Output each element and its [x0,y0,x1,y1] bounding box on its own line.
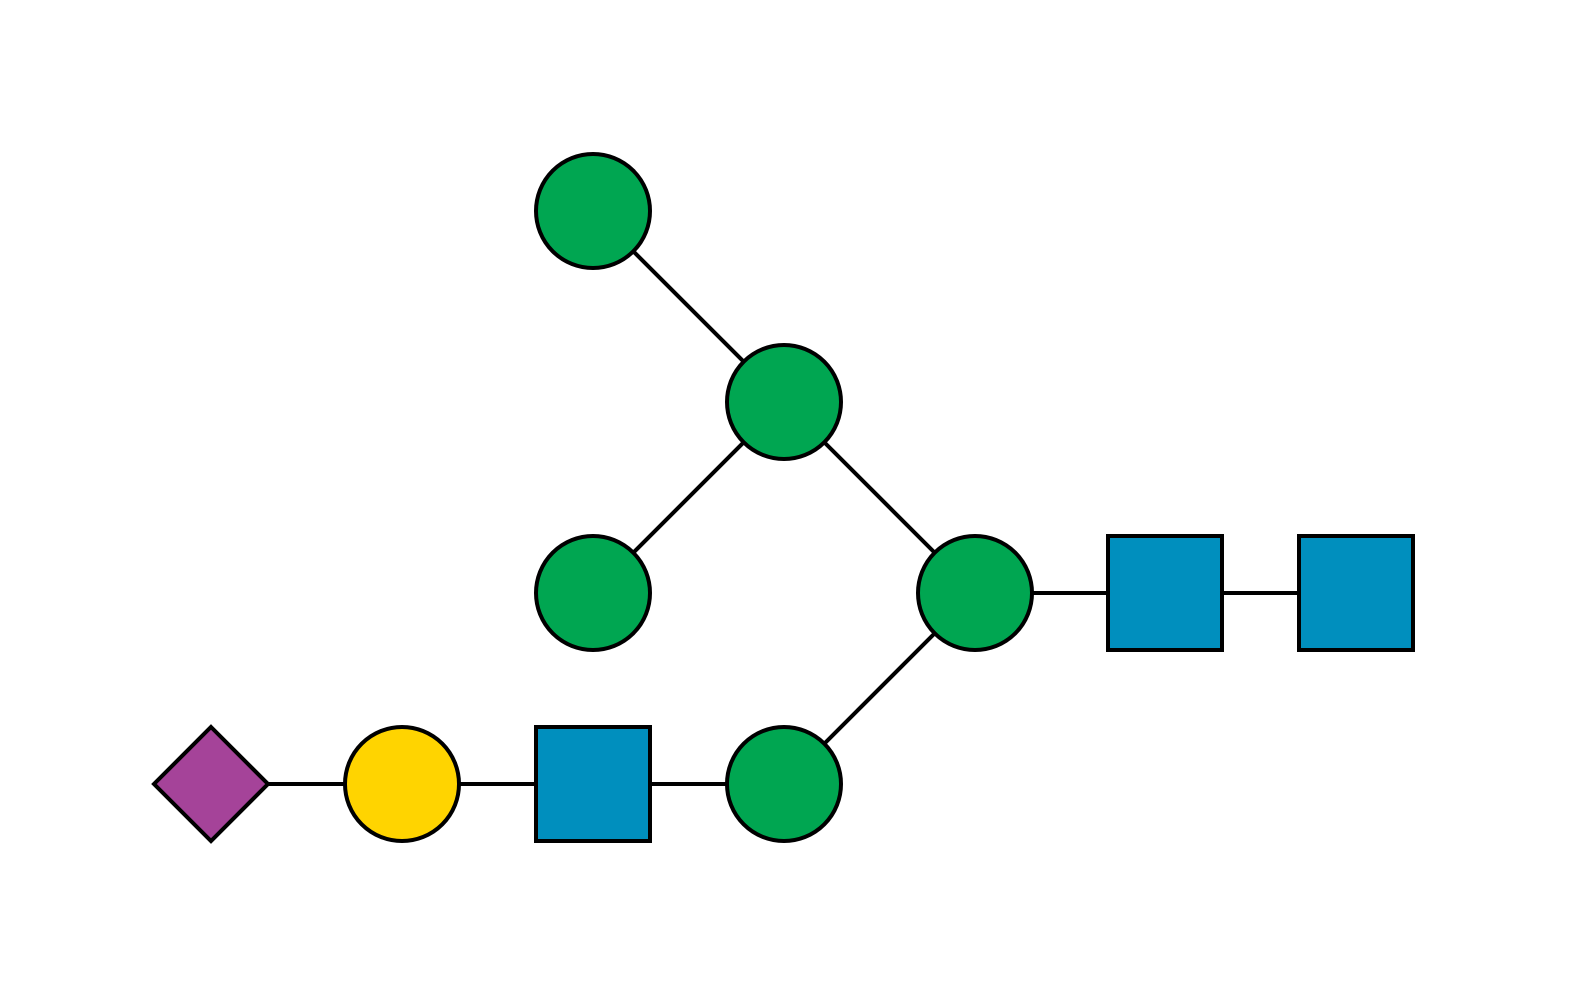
glcnac-square-gn-antenna [534,725,652,843]
glcnac-square-gn-core1 [1106,534,1224,652]
mannose-circle-m-left [534,534,652,652]
mannose-circle-m-lower [725,725,843,843]
residue-layer [151,152,1415,844]
galactose-circle-gal [343,725,461,843]
mannose-circle-m-core [916,534,1034,652]
mannose-circle-m-top [534,152,652,270]
glcnac-square-gn-core2 [1297,534,1415,652]
mannose-circle-m-branch [725,343,843,461]
sialic-acid-diamond-sia [151,724,271,844]
